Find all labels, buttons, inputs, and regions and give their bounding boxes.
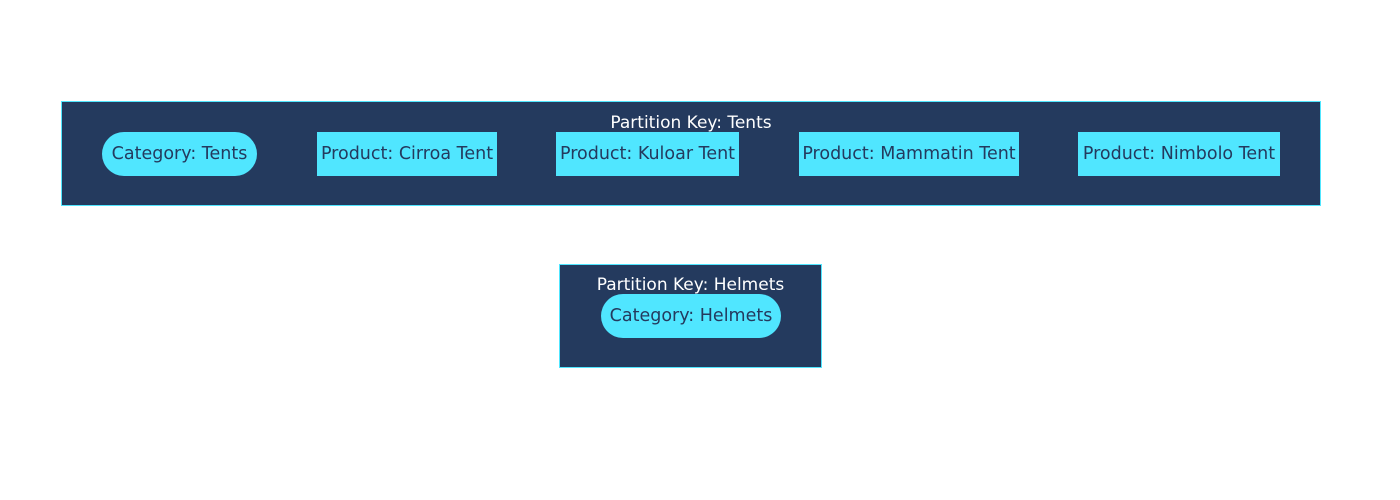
product-node-cirroa-tent: Product: Cirroa Tent [317, 132, 497, 176]
product-node-nimbolo-tent: Product: Nimbolo Tent [1078, 132, 1280, 176]
partition-title: Partition Key: Helmets [596, 275, 785, 295]
product-node-kuloar-tent: Product: Kuloar Tent [556, 132, 739, 176]
category-node-tents: Category: Tents [102, 132, 257, 176]
partition-title: Partition Key: Tents [610, 113, 772, 133]
partition-helmets: Partition Key: Helmets Category: Helmets [559, 264, 822, 368]
partition-tents: Partition Key: Tents Category: Tents Pro… [61, 101, 1321, 206]
product-node-mammatin-tent: Product: Mammatin Tent [799, 132, 1019, 176]
category-node-helmets: Category: Helmets [601, 294, 781, 338]
